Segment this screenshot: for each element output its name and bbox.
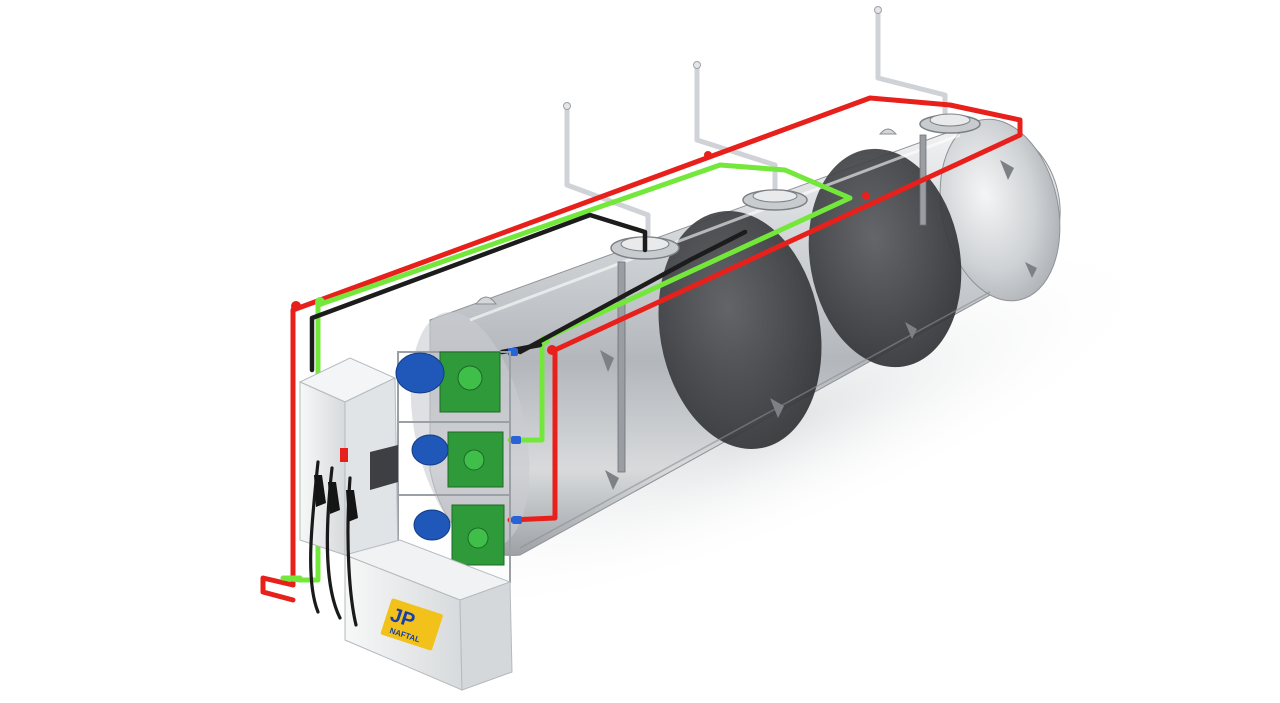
- tank-bulkhead-1: [658, 211, 822, 449]
- dispenser-display: [370, 445, 398, 490]
- dispenser-badge: [340, 448, 348, 462]
- red-pipe-line: [260, 95, 1023, 603]
- tank-lug-2: [878, 128, 898, 135]
- tank-seam: [469, 133, 961, 322]
- pump-2-motor: [411, 434, 449, 466]
- dispenser-base-side: [459, 581, 513, 691]
- storage-tank: [410, 118, 1061, 556]
- pump-1-motor: [395, 352, 445, 394]
- logo-plate: [380, 598, 443, 651]
- vent-caps: [563, 6, 882, 110]
- jp-naftal-logo: JP NAFTAL: [380, 598, 443, 651]
- pump-rack: [395, 351, 511, 583]
- tank-lug: [475, 296, 497, 305]
- dispenser-front: [299, 381, 346, 556]
- dispenser-nozzles: [314, 475, 358, 522]
- green-pipe-line: [280, 162, 853, 583]
- red-pipe-fittings: [291, 151, 870, 355]
- pump-3-motor: [413, 509, 451, 541]
- dip-column-1: [617, 261, 626, 473]
